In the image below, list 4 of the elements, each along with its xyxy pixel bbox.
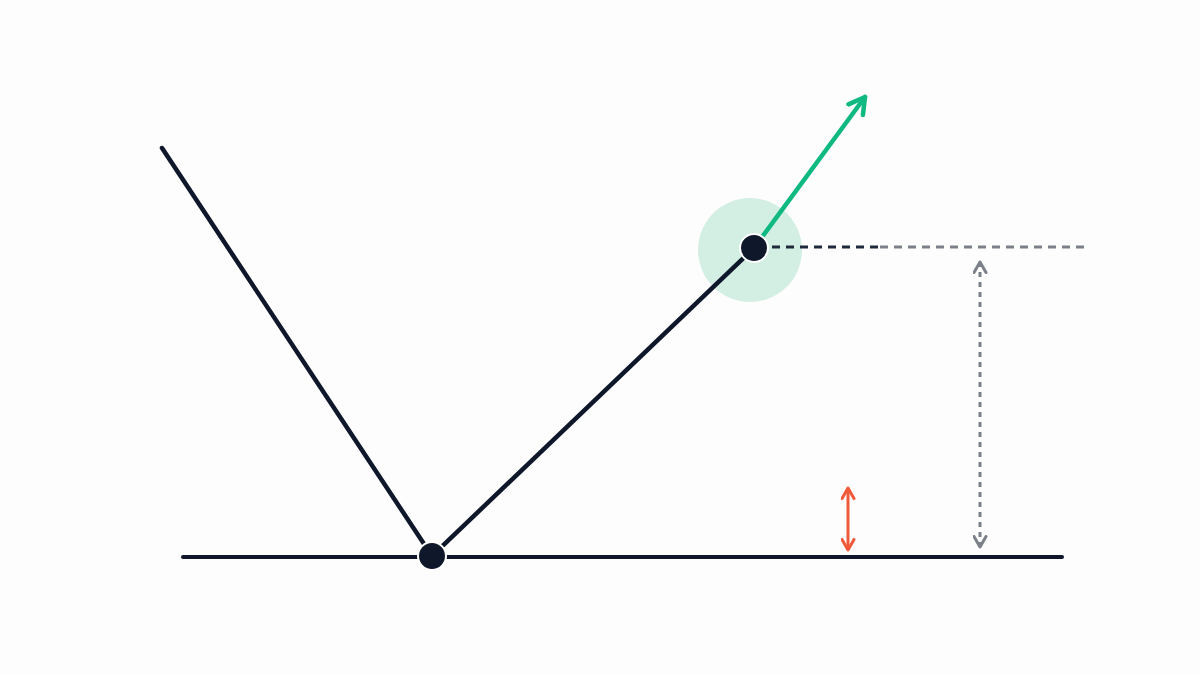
joint-dot	[417, 541, 447, 571]
connector-line	[440, 256, 746, 548]
connector-line	[159, 145, 426, 546]
arrow	[760, 94, 868, 239]
